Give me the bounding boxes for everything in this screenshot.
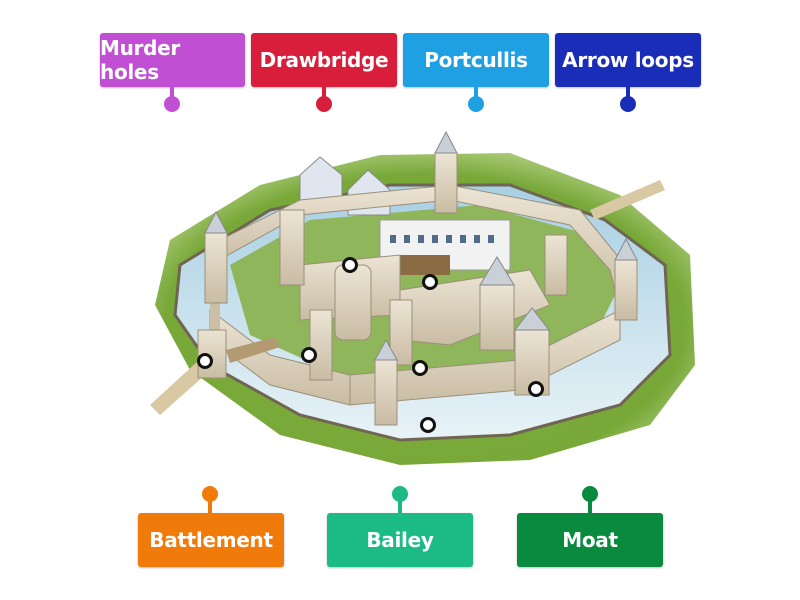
drop-target-3[interactable] xyxy=(197,353,213,369)
label-stem xyxy=(322,87,326,99)
label-bailey[interactable]: Bailey xyxy=(327,513,473,567)
label-pin xyxy=(620,96,636,112)
label-battlement[interactable]: Battlement xyxy=(138,513,284,567)
label-pin xyxy=(202,486,218,502)
label-stem xyxy=(208,498,212,514)
drop-target-5[interactable] xyxy=(412,360,428,376)
label-drawbridge[interactable]: Drawbridge xyxy=(251,33,397,87)
drop-target-4[interactable] xyxy=(301,347,317,363)
label-pin xyxy=(582,486,598,502)
label-portcullis[interactable]: Portcullis xyxy=(403,33,549,87)
drop-target-7[interactable] xyxy=(420,417,436,433)
label-stem xyxy=(588,498,592,514)
label-text: Murder holes xyxy=(100,36,180,84)
castle-image xyxy=(150,130,695,465)
label-stem xyxy=(474,87,478,99)
castle-illustration xyxy=(150,115,710,475)
label-moat[interactable]: Moat xyxy=(517,513,663,567)
label-text: Battlement xyxy=(149,528,273,552)
label-text: Bailey xyxy=(366,528,434,552)
label-stem xyxy=(626,87,630,99)
label-arrow-loops[interactable]: Arrow loops xyxy=(555,33,701,87)
label-pin xyxy=(392,486,408,502)
label-pin xyxy=(164,96,180,112)
drop-target-2[interactable] xyxy=(422,274,438,290)
label-murder-holes[interactable]: Murder holes xyxy=(100,33,245,87)
label-text: Portcullis xyxy=(424,48,528,72)
label-text: Arrow loops xyxy=(562,48,694,72)
drop-target-6[interactable] xyxy=(528,381,544,397)
label-text: Moat xyxy=(562,528,618,552)
label-stem xyxy=(398,498,402,514)
label-stem xyxy=(170,87,174,99)
label-pin xyxy=(468,96,484,112)
label-text: Drawbridge xyxy=(259,48,389,72)
label-pin xyxy=(316,96,332,112)
drop-target-1[interactable] xyxy=(342,257,358,273)
